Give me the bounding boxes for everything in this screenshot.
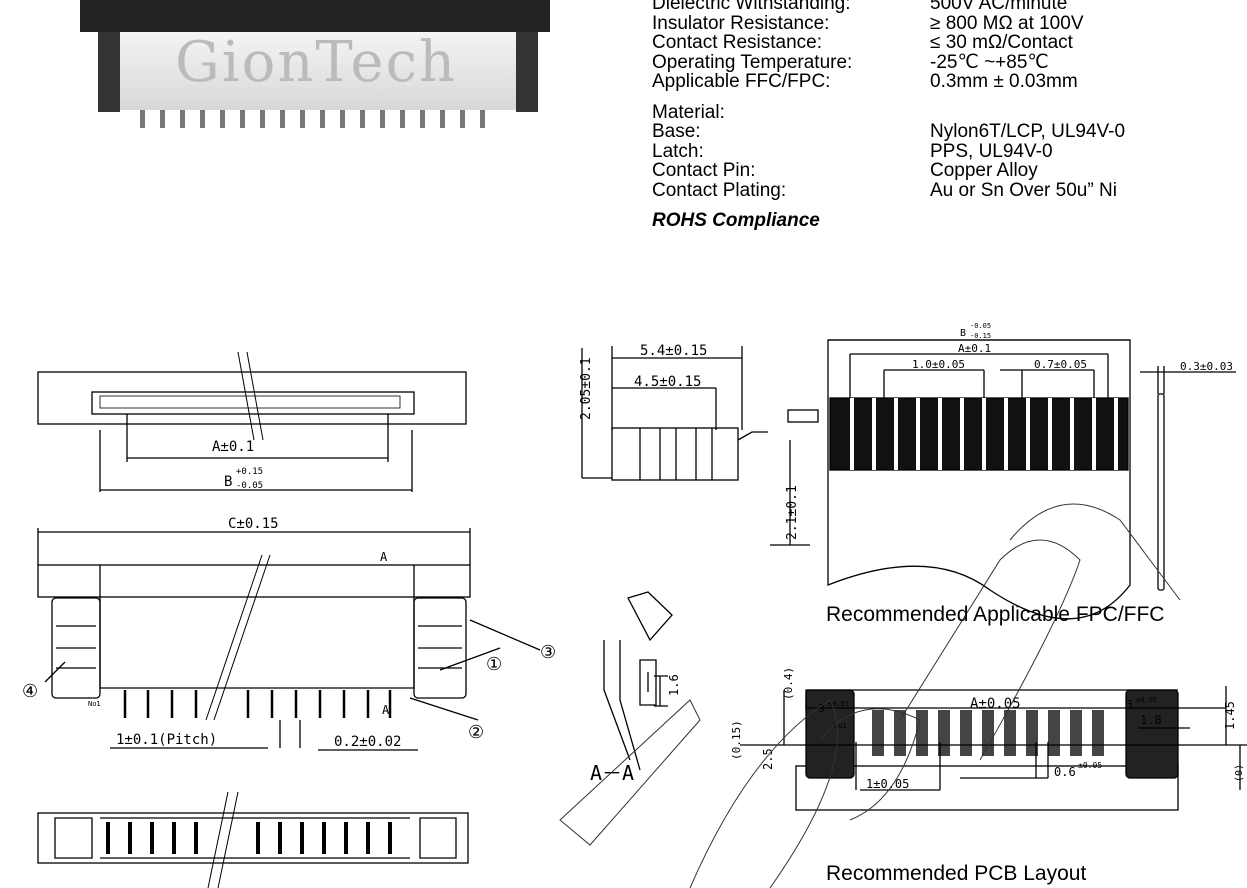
spec-row: Operating Temperature: -25℃ ~+85℃ (652, 51, 1212, 73)
pcb-dim-a: A±0.05 (970, 696, 1021, 712)
pcb-dim-25: 2.5 (761, 748, 775, 770)
side-dim-4: 2.1±0.1 (785, 485, 800, 540)
material-value: Nylon6T/LCP, UL94V-0 (930, 121, 1126, 142)
front-pins (123, 690, 392, 718)
pcb-dim-04: (0.4) (782, 667, 795, 700)
photo-pins (140, 110, 485, 128)
pcb-dim-right-tol: ±0.05 (1136, 696, 1157, 704)
side-dim-3: 2.05±0.1 (579, 357, 594, 420)
spec-row: Contact Resistance: ≤ 30 mΩ/Contact (652, 33, 1212, 53)
callout-4: ④ (22, 681, 38, 702)
front-pin-width: 0.2±0.02 (334, 734, 401, 750)
top-dim-b: B (224, 474, 232, 490)
rohs-compliance: ROHS Compliance (652, 210, 820, 231)
material-row: Contact Plating: Au or Sn Over 50u” Ni (652, 179, 1212, 201)
front-view-drawing: C±0.15 A A No1 1±0.1(Pitch) 0.2±0.02 ③ ①… (22, 516, 556, 751)
spec-value: -25℃ ~+85℃ (930, 51, 1049, 73)
front-section-mark-bottom: A (382, 703, 390, 717)
spec-label: Applicable FFC/FPC: (652, 71, 831, 92)
spec-row: Insulator Resistance: ≥ 800 MΩ at 100V (652, 12, 1212, 34)
top-view-drawing: A±0.1 B +0.15 -0.05 (37, 351, 467, 492)
pcb-dim-pad-tol: ±0.05 (1078, 761, 1102, 770)
section-view-drawing: 1.6 A－A (590, 591, 681, 785)
fpc-dim-a: A±0.1 (958, 342, 991, 355)
spec-label: Dielectric Withstanding: (652, 0, 851, 14)
callout-2: ② (468, 722, 484, 743)
fpc-dim-pitch: 1.0±0.05 (912, 358, 965, 371)
material-value: Au or Sn Over 50u” Ni (930, 179, 1117, 201)
pcb-dim-015: (0.15) (730, 720, 743, 760)
material-label: Base: (652, 121, 701, 142)
callout-3: ③ (540, 642, 556, 663)
spec-value: ≥ 800 MΩ at 100V (930, 12, 1084, 34)
pcb-pin-one: No1 (834, 722, 847, 730)
bottom-view-drawing (37, 791, 469, 888)
material-value: PPS, UL94V-0 (930, 140, 1053, 162)
fpc-caption: Recommended Applicable FPC/FFC (826, 603, 1165, 626)
fpc-dim-width: 0.7±0.05 (1034, 358, 1087, 371)
pcb-dim-pad: 0.6 (1054, 765, 1076, 779)
spec-label: Contact Resistance: (652, 32, 823, 53)
front-dim-c: C±0.15 (228, 516, 279, 532)
fpc-dim-b: B (960, 328, 966, 339)
watermark-outline (559, 503, 1181, 888)
spec-value: ≤ 30 mΩ/Contact (930, 32, 1073, 53)
pcb-dim-pitch: 1±0.05 (866, 777, 909, 791)
fpc-dim-b-tol-upper: -0.05 (970, 322, 991, 330)
pcb-dim-18: 1.8 (1140, 713, 1162, 727)
material-label: Latch: (652, 140, 704, 162)
fpc-drawing: B -0.05 -0.15 A±0.1 1.0±0.05 0.7±0.05 0.… (827, 322, 1236, 620)
pcb-caption: Recommended PCB Layout (826, 862, 1087, 885)
top-dim-b-tol-upper: +0.15 (236, 467, 263, 477)
pcb-dim-left-tol: ±0.05 (828, 700, 849, 708)
spec-row: Applicable FFC/FPC: 0.3mm ± 0.03mm (652, 72, 1212, 92)
spec-label: Operating Temperature: (652, 51, 853, 73)
watermark-logo: GionTech (175, 30, 457, 95)
spec-value: 0.3mm ± 0.03mm (930, 71, 1078, 92)
section-label: A－A (590, 761, 634, 785)
top-dim-a: A±0.1 (212, 439, 254, 455)
front-section-mark-top: A (380, 550, 388, 564)
callout-1: ① (486, 654, 502, 675)
material-label: Contact Pin: (652, 160, 756, 181)
specs-table: Dielectric Withstanding: 500V AC/minute … (652, 0, 1212, 231)
section-dim: 1.6 (667, 674, 681, 696)
material-heading: Material: (652, 101, 725, 123)
connector-photo-graphic (80, 0, 550, 128)
side-dim-1: 5.4±0.15 (640, 343, 707, 359)
product-photo: GionTech (80, 0, 550, 150)
pcb-dim-left: 3 (818, 702, 825, 715)
logo-text: GionTech (175, 30, 457, 95)
fpc-dim-thickness: 0.3±0.03 (1180, 360, 1233, 373)
spec-row: Dielectric Withstanding: 500V AC/minute (652, 0, 1212, 14)
side-dim-2: 4.5±0.15 (634, 374, 701, 390)
pcb-dim-145: 1.45 (1223, 701, 1237, 730)
pcb-dim-right: 3 (1126, 698, 1133, 711)
top-dim-b-tol-lower: -0.05 (236, 481, 263, 491)
material-row: Latch: PPS, UL94V-0 (652, 140, 1212, 162)
front-pitch: 1±0.1(Pitch) (116, 732, 217, 748)
front-pin-one: No1 (88, 700, 101, 708)
pcb-dim-0: (0) (1234, 764, 1245, 782)
spec-value: 500V AC/minute (930, 0, 1068, 14)
pcb-pads (872, 710, 1104, 756)
pcb-layout-drawing: 3 ±0.05 A±0.05 3 ±0.05 No1 (0.4) (0.15) … (730, 667, 1247, 811)
side-view-drawing: 5.4±0.15 4.5±0.15 2.05±0.1 2.1±0.1 (579, 343, 819, 546)
material-value: Copper Alloy (930, 160, 1038, 181)
material-row: Contact Pin: Copper Alloy (652, 161, 1212, 181)
material-label: Contact Plating: (652, 179, 787, 201)
fpc-dim-b-tol-lower: -0.15 (970, 332, 991, 340)
material-row: Base: Nylon6T/LCP, UL94V-0 (652, 122, 1212, 142)
spec-label: Insulator Resistance: (652, 12, 830, 34)
